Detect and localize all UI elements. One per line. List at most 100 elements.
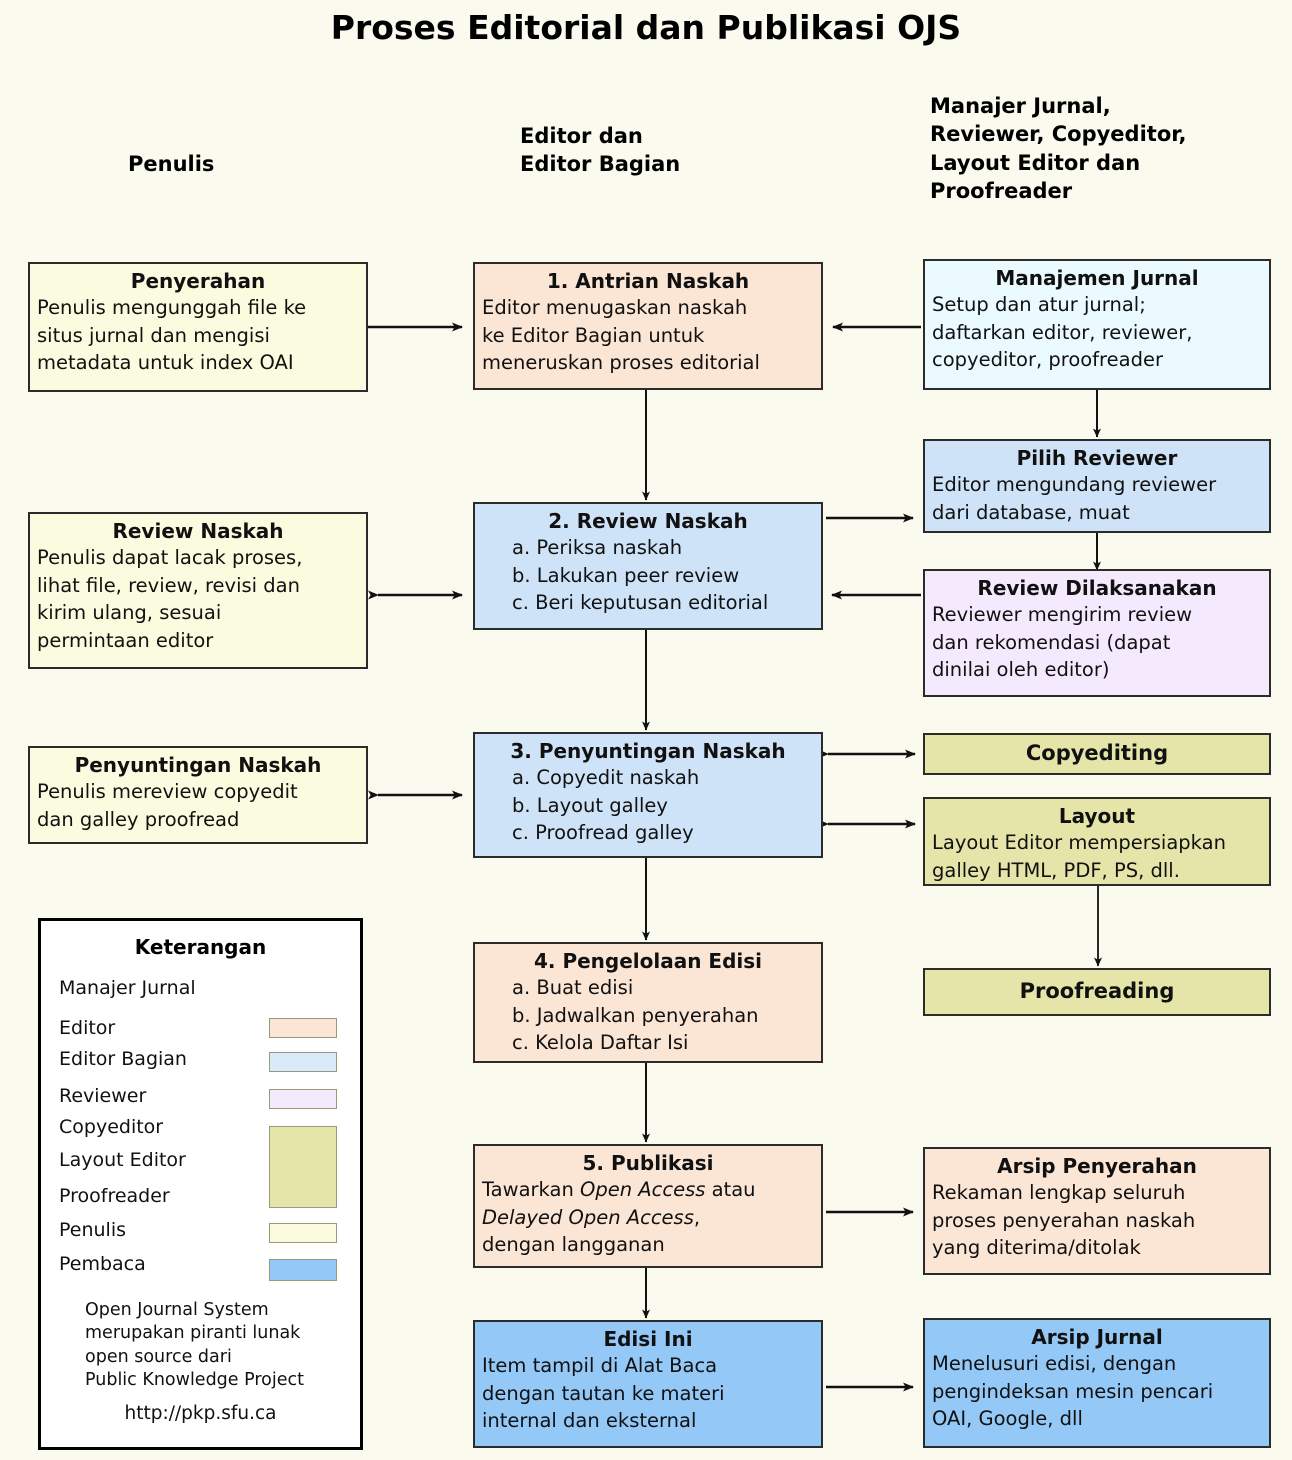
box-review-naskah-penulis-line-2: lihat file, review, revisi dan (37, 573, 300, 597)
box-antrian-naskah-title: 1. Antrian Naskah (546, 269, 750, 293)
box-publikasi[interactable]: 5. Publikasi Tawarkan Open Access atau D… (473, 1144, 823, 1268)
column-header-manajer-line1: Manajer Jurnal, (930, 94, 1111, 118)
box-manajemen-jurnal-line-3: copyeditor, proofreader (932, 348, 1163, 372)
box-penyuntingan-penulis-line-2: dan galley proofread (37, 807, 240, 831)
legend-swatch-reviewer (269, 1089, 337, 1109)
legend-item-penulis: Penulis (59, 1219, 127, 1241)
box-review-naskah-line-b: b. Lakukan peer review (512, 563, 740, 587)
box-penyerahan[interactable]: Penyerahan Penulis mengunggah file ke si… (28, 262, 368, 392)
box-review-naskah-line-c: c. Beri keputusan editorial (512, 591, 769, 615)
legend-title: Keterangan (134, 935, 267, 959)
box-penyerahan-line-3: metadata untuk index OAI (37, 351, 294, 375)
box-arsip-jurnal[interactable]: Arsip Jurnal Menelusuri edisi, dengan pe… (923, 1318, 1271, 1448)
box-review-naskah-penulis-title: Review Naskah (112, 519, 284, 543)
box-review-dilaksanakan-title: Review Dilaksanakan (977, 576, 1217, 600)
legend-note-line-3: open source dari (85, 1346, 232, 1367)
box-review-naskah-line-a: a. Periksa naskah (512, 536, 683, 559)
box-review-naskah-penulis-line-3: kirim ulang, sesuai (37, 601, 222, 625)
legend-note-line-4: Public Knowledge Project (85, 1369, 304, 1390)
legend-item-copyeditor: Copyeditor (59, 1116, 164, 1138)
box-review-dilaksanakan-line-3: dinilai oleh editor) (932, 658, 1110, 682)
box-penyuntingan-naskah-line-c: c. Proofread galley (512, 821, 694, 845)
box-penyuntingan-penulis-title: Penyuntingan Naskah (74, 753, 322, 777)
legend-url[interactable]: http://pkp.sfu.ca (124, 1403, 277, 1424)
box-publikasi-line-3: dengan langganan (482, 1233, 665, 1257)
box-publikasi-line-2: Delayed Open Access, (482, 1205, 701, 1229)
box-arsip-penyerahan-line-2: proses penyerahan naskah (932, 1208, 1196, 1232)
box-layout-line-2: galley HTML, PDF, PS, dll. (932, 858, 1180, 882)
box-layout-line-1: Layout Editor mempersiapkan (932, 831, 1226, 854)
box-antrian-naskah-line-3: meneruskan proses editorial (482, 351, 760, 375)
legend-item-reviewer: Reviewer (59, 1085, 147, 1107)
legend-swatch-copyeditor-group (269, 1126, 337, 1208)
box-arsip-penyerahan-line-3: yang diterima/ditolak (932, 1236, 1141, 1260)
column-header-manajer-line4: Proofreader (930, 179, 1073, 204)
box-edisi-ini[interactable]: Edisi Ini Item tampil di Alat Baca denga… (473, 1320, 823, 1448)
legend-note-line-1: Open Journal System (85, 1300, 269, 1320)
box-penyuntingan-penulis-line-1: Penulis mereview copyedit (37, 780, 298, 803)
box-arsip-penyerahan[interactable]: Arsip Penyerahan Rekaman lengkap seluruh… (923, 1147, 1271, 1275)
box-penyuntingan-naskah-line-a: a. Copyedit naskah (512, 766, 700, 789)
box-penyerahan-line-2: situs jurnal dan mengisi (37, 323, 270, 347)
legend-note-line-2: merupakan piranti lunak (85, 1323, 301, 1344)
box-penyuntingan-penulis[interactable]: Penyuntingan Naskah Penulis mereview cop… (28, 746, 368, 844)
box-arsip-jurnal-line-1: Menelusuri edisi, dengan (932, 1352, 1177, 1375)
column-header-editor: Editor dan Editor Bagian (520, 122, 840, 179)
box-arsip-jurnal-line-2: pengindeksan mesin pencari (932, 1379, 1214, 1403)
box-pengelolaan-edisi-title: 4. Pengelolaan Edisi (533, 949, 763, 973)
box-penyuntingan-naskah[interactable]: 3. Penyuntingan Naskah a. Copyedit naska… (473, 732, 823, 858)
box-pengelolaan-edisi-line-b: b. Jadwalkan penyerahan (512, 1003, 759, 1027)
box-review-naskah[interactable]: 2. Review Naskah a. Periksa naskah b. La… (473, 502, 823, 630)
box-edisi-ini-line-1: Item tampil di Alat Baca (482, 1354, 718, 1377)
box-review-dilaksanakan[interactable]: Review Dilaksanakan Reviewer mengirim re… (923, 569, 1271, 697)
page-title: Proses Editorial dan Publikasi OJS (330, 8, 962, 47)
legend-swatch-penulis (269, 1223, 337, 1243)
legend-swatch-editor-bagian (269, 1052, 337, 1072)
column-header-editor-line2: Editor Bagian (520, 152, 681, 177)
box-pilih-reviewer[interactable]: Pilih Reviewer Editor mengundang reviewe… (923, 439, 1271, 533)
open-access-em: Open Access (580, 1178, 706, 1201)
legend-item-editor-bagian: Editor Bagian (59, 1048, 187, 1070)
box-proofreading[interactable]: Proofreading (923, 968, 1271, 1016)
box-review-naskah-penulis[interactable]: Review Naskah Penulis dapat lacak proses… (28, 512, 368, 669)
box-antrian-naskah[interactable]: 1. Antrian Naskah Editor menugaskan nask… (473, 262, 823, 390)
box-edisi-ini-line-3: internal dan eksternal (482, 1409, 697, 1433)
box-manajemen-jurnal-line-1: Setup dan atur jurnal; (932, 293, 1146, 316)
column-header-editor-line1: Editor dan (520, 124, 643, 148)
column-header-manajer: Manajer Jurnal, Reviewer, Copyeditor, La… (930, 92, 1280, 205)
box-copyediting-title: Copyediting (1025, 741, 1169, 766)
legend-swatch-editor (269, 1018, 337, 1038)
box-manajemen-jurnal-line-2: daftarkan editor, reviewer, (932, 320, 1193, 344)
box-arsip-jurnal-title: Arsip Jurnal (1031, 1325, 1163, 1349)
legend-item-pembaca: Pembaca (59, 1253, 146, 1275)
box-penyerahan-line-1: Penulis mengunggah file ke (37, 296, 307, 319)
legend-note: Open Journal System merupakan piranti lu… (85, 1299, 304, 1392)
box-penyuntingan-naskah-line-b: b. Layout galley (512, 793, 668, 817)
box-layout[interactable]: Layout Layout Editor mempersiapkan galle… (923, 797, 1271, 886)
box-antrian-naskah-line-1: Editor menugaskan naskah (482, 296, 748, 319)
legend-panel: Keterangan Manajer Jurnal Editor Editor … (38, 918, 363, 1450)
legend-swatch-pembaca (269, 1259, 337, 1281)
box-pilih-reviewer-line-2: dari database, muat (932, 500, 1130, 524)
box-review-naskah-penulis-line-4: permintaan editor (37, 629, 214, 653)
box-layout-title: Layout (1058, 804, 1136, 828)
box-arsip-penyerahan-line-1: Rekaman lengkap seluruh (932, 1181, 1186, 1204)
box-publikasi-line-1: Tawarkan Open Access atau (482, 1178, 756, 1201)
box-copyediting[interactable]: Copyediting (923, 733, 1271, 775)
box-publikasi-title: 5. Publikasi (582, 1151, 714, 1175)
box-review-dilaksanakan-line-2: dan rekomendasi (dapat (932, 630, 1171, 654)
column-header-penulis: Penulis (128, 152, 215, 176)
box-pilih-reviewer-line-1: Editor mengundang reviewer (932, 473, 1217, 496)
box-penyuntingan-naskah-title: 3. Penyuntingan Naskah (510, 739, 786, 763)
legend-rows: Manajer Jurnal Editor Editor Bagian Revi… (41, 969, 360, 1281)
legend-item-editor: Editor (59, 1017, 116, 1039)
box-pengelolaan-edisi[interactable]: 4. Pengelolaan Edisi a. Buat edisi b. Ja… (473, 942, 823, 1063)
box-arsip-jurnal-line-3: OAI, Google, dll (932, 1407, 1083, 1431)
box-review-naskah-penulis-line-1: Penulis dapat lacak proses, (37, 546, 303, 569)
box-edisi-ini-line-2: dengan tautan ke materi (482, 1381, 725, 1405)
box-pengelolaan-edisi-line-a: a. Buat edisi (512, 976, 634, 999)
box-proofreading-title: Proofreading (1019, 979, 1175, 1004)
legend-item-layout-editor: Layout Editor (59, 1149, 186, 1171)
box-manajemen-jurnal[interactable]: Manajemen Jurnal Setup dan atur jurnal; … (923, 259, 1271, 390)
box-edisi-ini-title: Edisi Ini (603, 1327, 693, 1351)
